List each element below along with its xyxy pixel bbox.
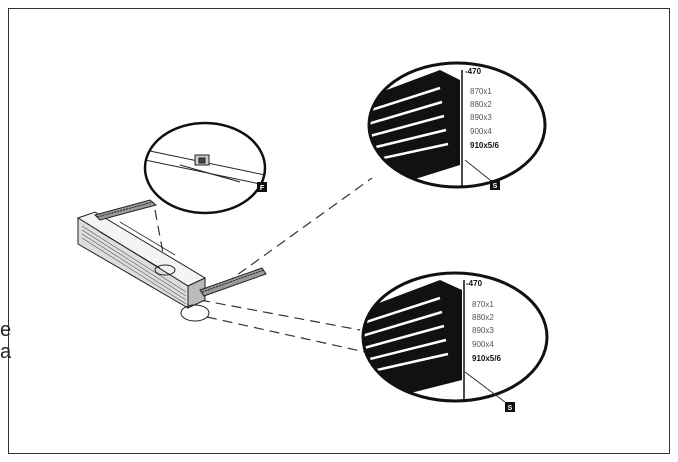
upper-size-label: 870x1 xyxy=(470,87,492,96)
leader-line-top xyxy=(154,209,169,281)
lower-size-label: 870x1 xyxy=(472,300,494,309)
top-callout-label: F xyxy=(260,185,265,192)
upper-size-label: 880x2 xyxy=(470,100,492,109)
lower-callout-badge xyxy=(505,402,515,412)
left-text-fragment-2: a xyxy=(0,341,12,363)
leader-line-lower-2 xyxy=(206,316,366,353)
upper-callout-label: S xyxy=(493,183,498,190)
lower-size-label: 900x4 xyxy=(472,340,494,349)
upper-size-label: 890x3 xyxy=(470,113,492,122)
leader-line-lower-1 xyxy=(199,299,361,331)
leader-line-upper xyxy=(211,177,373,294)
lower-size-labels: 870x1 880x2 890x3 900x4 910x5/6 xyxy=(472,300,501,363)
lower-size-label: 890x3 xyxy=(472,326,494,335)
upper-size-label: 910x5/6 xyxy=(470,141,499,150)
lower-top-label: -470 xyxy=(466,279,483,288)
server-chassis xyxy=(76,199,267,322)
lower-callout-label: S xyxy=(508,405,513,412)
upper-size-labels: 870x1 880x2 890x3 900x4 910x5/6 xyxy=(470,87,499,150)
lower-detail-view: -470 870x1 880x2 890x3 900x4 910x5/6 S xyxy=(361,271,549,412)
top-callout-badge xyxy=(257,182,267,192)
lower-size-label: 910x5/6 xyxy=(472,354,501,363)
top-detail-view: F xyxy=(143,121,267,215)
lower-size-label: 880x2 xyxy=(472,313,494,322)
left-text-fragment-1: e xyxy=(0,319,12,341)
upper-detail-view: -470 870x1 880x2 890x3 900x4 910x5/6 S xyxy=(367,61,547,190)
leader-lines xyxy=(154,177,373,353)
upper-top-label: -470 xyxy=(465,67,482,76)
upper-callout-badge xyxy=(490,180,500,190)
upper-size-label: 900x4 xyxy=(470,127,492,136)
